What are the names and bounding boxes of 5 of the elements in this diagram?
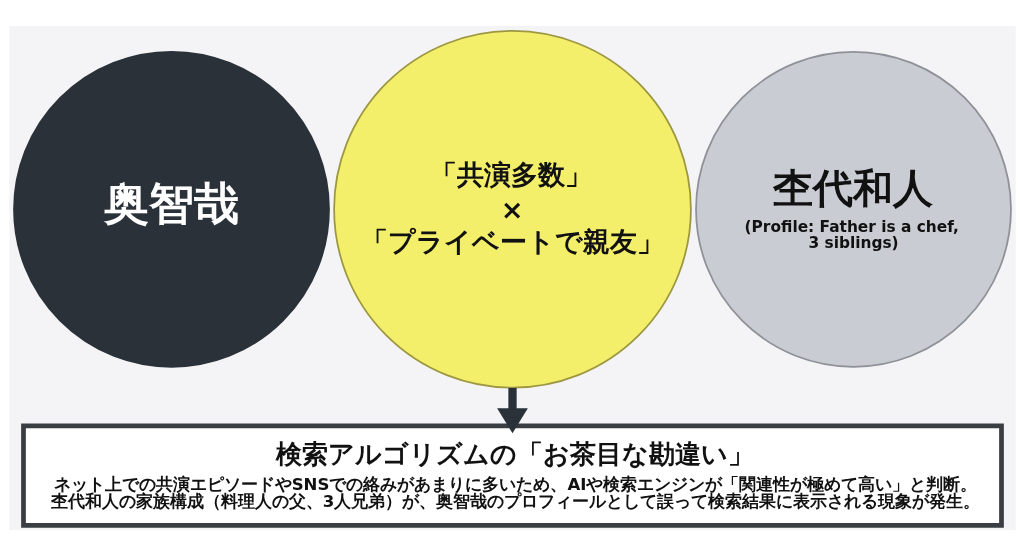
node-box: 検索アルゴリズムの「お茶目な勘違い」 ネット上での共演エピソードやSNSでの絡みがあまりに多いため、AIや検索エンジンが「関連性が極めて高い」と判断。杢代和人の家族構成（料理人の父、3人兄弟）が、奥智哉のプロフィールとして誤って検索結果に表示される現象が発生。: [20, 423, 1004, 528]
node-circle: 杢代和人 (Profile: Father is a chef, 3 siblings): [694, 50, 1012, 368]
node-circle: 「共演多数」 × 「プライベートで親友」: [332, 30, 692, 389]
arrow: [496, 387, 528, 434]
node-circle: 奥智哉: [12, 50, 330, 368]
